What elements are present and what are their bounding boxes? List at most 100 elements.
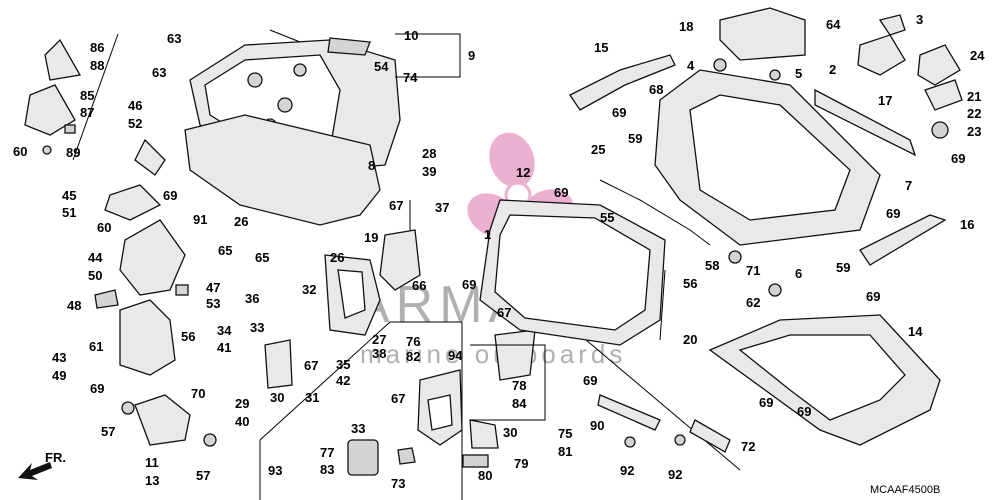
part-callout-48: 48 xyxy=(67,298,81,313)
part-callout-71: 71 xyxy=(746,263,760,278)
part-callout-78: 78 xyxy=(512,378,526,393)
part-callout-83: 83 xyxy=(320,462,334,477)
section-separators xyxy=(72,33,741,500)
part-callout-7: 7 xyxy=(905,178,912,193)
part-callout-75: 75 xyxy=(558,426,572,441)
part-callout-41: 41 xyxy=(217,340,231,355)
part-callout-82: 82 xyxy=(406,349,420,364)
part-callout-84: 84 xyxy=(512,396,527,411)
part-callout-32: 32 xyxy=(302,282,316,297)
part-callout-69: 69 xyxy=(866,289,880,304)
part-callout-23: 23 xyxy=(967,124,981,139)
part-callout-60: 60 xyxy=(13,144,27,159)
part-callout-55: 55 xyxy=(600,210,614,225)
part-callout-37: 37 xyxy=(435,200,449,215)
part-callout-94: 94 xyxy=(448,348,463,363)
part-callout-24: 24 xyxy=(970,48,985,63)
part-callout-57: 57 xyxy=(101,424,115,439)
part-callout-69: 69 xyxy=(612,105,626,120)
part-callout-17: 17 xyxy=(878,93,892,108)
part-callout-69: 69 xyxy=(462,277,476,292)
part-callout-11: 11 xyxy=(145,455,159,470)
part-callout-46: 46 xyxy=(128,98,142,113)
part-callout-44: 44 xyxy=(88,250,103,265)
part-callout-29: 29 xyxy=(235,396,249,411)
part-callout-69: 69 xyxy=(759,395,773,410)
part-callout-33: 33 xyxy=(250,320,264,335)
part-callout-79: 79 xyxy=(514,456,528,471)
watermark-tagline: marine outboards xyxy=(360,339,626,369)
part-callout-30: 30 xyxy=(503,425,517,440)
part-callout-54: 54 xyxy=(374,59,389,74)
front-direction-indicator: FR. xyxy=(18,450,66,480)
part-callout-64: 64 xyxy=(826,17,841,32)
part-callout-56: 56 xyxy=(181,329,195,344)
part-callout-26: 26 xyxy=(234,214,248,229)
part-callout-15: 15 xyxy=(594,40,608,55)
part-callout-25: 25 xyxy=(591,142,605,157)
part-callout-52: 52 xyxy=(128,116,142,131)
part-callout-70: 70 xyxy=(191,386,205,401)
part-callout-80: 80 xyxy=(478,468,492,483)
part-callout-92: 92 xyxy=(620,463,634,478)
part-callout-85: 85 xyxy=(80,88,94,103)
part-callout-1: 1 xyxy=(484,227,491,242)
part-callout-93: 93 xyxy=(268,463,282,478)
part-callout-69: 69 xyxy=(554,185,568,200)
part-callout-3: 3 xyxy=(916,12,923,27)
part-callout-42: 42 xyxy=(336,373,350,388)
part-callout-45: 45 xyxy=(62,188,76,203)
part-callout-30: 30 xyxy=(270,390,284,405)
part-callout-72: 72 xyxy=(741,439,755,454)
part-callout-39: 39 xyxy=(422,164,436,179)
part-callout-87: 87 xyxy=(80,105,94,120)
right-small-parts xyxy=(713,14,963,297)
part-callout-60: 60 xyxy=(97,220,111,235)
part-callout-89: 89 xyxy=(66,145,80,160)
part-callout-69: 69 xyxy=(886,206,900,221)
part-callout-19: 19 xyxy=(364,230,378,245)
part-callout-12: 12 xyxy=(516,165,530,180)
part-callout-68: 68 xyxy=(649,82,663,97)
part-callout-10: 10 xyxy=(404,28,418,43)
part-callout-73: 73 xyxy=(391,476,405,491)
part-callout-76: 76 xyxy=(406,334,420,349)
front-label: FR. xyxy=(45,450,66,465)
part-callout-21: 21 xyxy=(967,89,981,104)
part-callout-88: 88 xyxy=(90,58,104,73)
part-callout-13: 13 xyxy=(145,473,159,488)
part-callout-47: 47 xyxy=(206,280,220,295)
part-callout-69: 69 xyxy=(951,151,965,166)
part-callout-4: 4 xyxy=(687,58,695,73)
tray-assembly xyxy=(569,7,917,246)
part-callout-62: 62 xyxy=(746,295,760,310)
part-callout-9: 9 xyxy=(468,48,475,63)
part-callout-67: 67 xyxy=(391,391,405,406)
part-callout-43: 43 xyxy=(52,350,66,365)
part-callout-33: 33 xyxy=(351,421,365,436)
part-callout-38: 38 xyxy=(372,346,386,361)
part-callout-69: 69 xyxy=(163,188,177,203)
part-callout-57: 57 xyxy=(196,468,210,483)
part-callout-63: 63 xyxy=(167,31,181,46)
part-callout-74: 74 xyxy=(403,70,418,85)
part-callout-8: 8 xyxy=(368,158,375,173)
part-callout-36: 36 xyxy=(245,291,259,306)
part-callout-91: 91 xyxy=(193,212,207,227)
part-callout-67: 67 xyxy=(304,358,318,373)
part-callout-69: 69 xyxy=(90,381,104,396)
part-callout-27: 27 xyxy=(372,332,386,347)
part-callout-92: 92 xyxy=(668,467,682,482)
brackets xyxy=(597,394,731,453)
part-callout-50: 50 xyxy=(88,268,102,283)
part-callout-63: 63 xyxy=(152,65,166,80)
part-callout-18: 18 xyxy=(679,19,693,34)
part-callout-14: 14 xyxy=(908,324,923,339)
part-callout-31: 31 xyxy=(305,390,319,405)
part-callout-59: 59 xyxy=(628,131,642,146)
bottom-cover-assembly xyxy=(708,314,941,446)
part-callout-67: 67 xyxy=(389,198,403,213)
part-callout-6: 6 xyxy=(795,266,802,281)
